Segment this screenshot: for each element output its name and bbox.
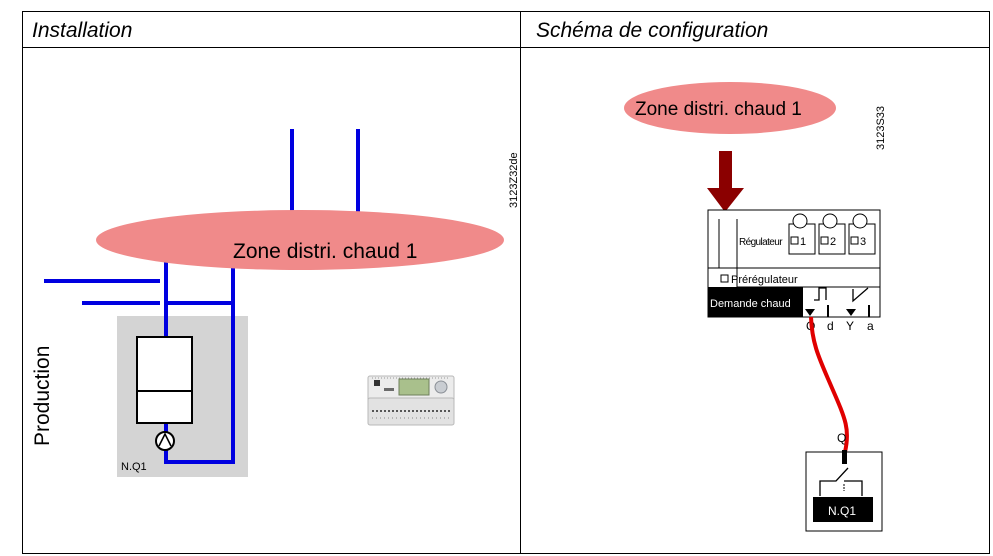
relay-terminal-q: Q [837,431,846,445]
regulateur-label: Régulateur [739,237,783,248]
pulse-icon [814,287,827,301]
relay-contact-icon [819,467,863,496]
ramp-icon [852,287,869,303]
relay-label-bar [813,497,873,522]
config-header: Schéma de configuration [536,19,768,42]
controller-device-icon [367,375,455,426]
preregulateur-label: Prérégulateur [731,274,798,286]
slot-1-label: 1 [800,236,806,248]
terminal-d: d [827,319,834,333]
arrow-down-icon [707,151,744,212]
boiler [136,336,193,424]
table-frame [22,11,990,554]
installation-doc-code: 3123Z32de [508,152,520,208]
demande-label: Demande chaud [710,298,791,310]
demande-bar [708,287,803,317]
slot-1-knob [792,213,808,229]
signal-wire [809,316,849,453]
config-panel: Zone distri. chaud 1 3123S33 1 2 [624,82,887,532]
pump-icon [155,431,175,451]
slot-3-knob [852,213,868,229]
pump-label: N.Q1 [121,461,147,473]
config-zone-ellipse [624,82,836,134]
config-doc-code: 3123S33 [875,106,887,150]
installation-panel: N.Q1 Zone distri. chaud 1 Production 312… [31,129,520,477]
terminal-a: a [867,319,874,333]
zone-ellipse [96,210,504,270]
installation-header: Installation [32,19,132,42]
terminal-y: Y [846,319,854,333]
slot-2-knob [822,213,838,229]
config-zone-label: Zone distri. chaud 1 [635,99,802,120]
zone-label: Zone distri. chaud 1 [233,240,417,263]
slot-3-label: 3 [860,236,866,248]
relay-box: N.Q1 [805,450,883,532]
controller-config-box: 1 2 3 Régulateur Prérégulateur Demande c… [707,209,881,318]
slot-2-label: 2 [830,236,836,248]
production-label: Production [31,346,54,446]
relay-label: N.Q1 [828,504,856,518]
